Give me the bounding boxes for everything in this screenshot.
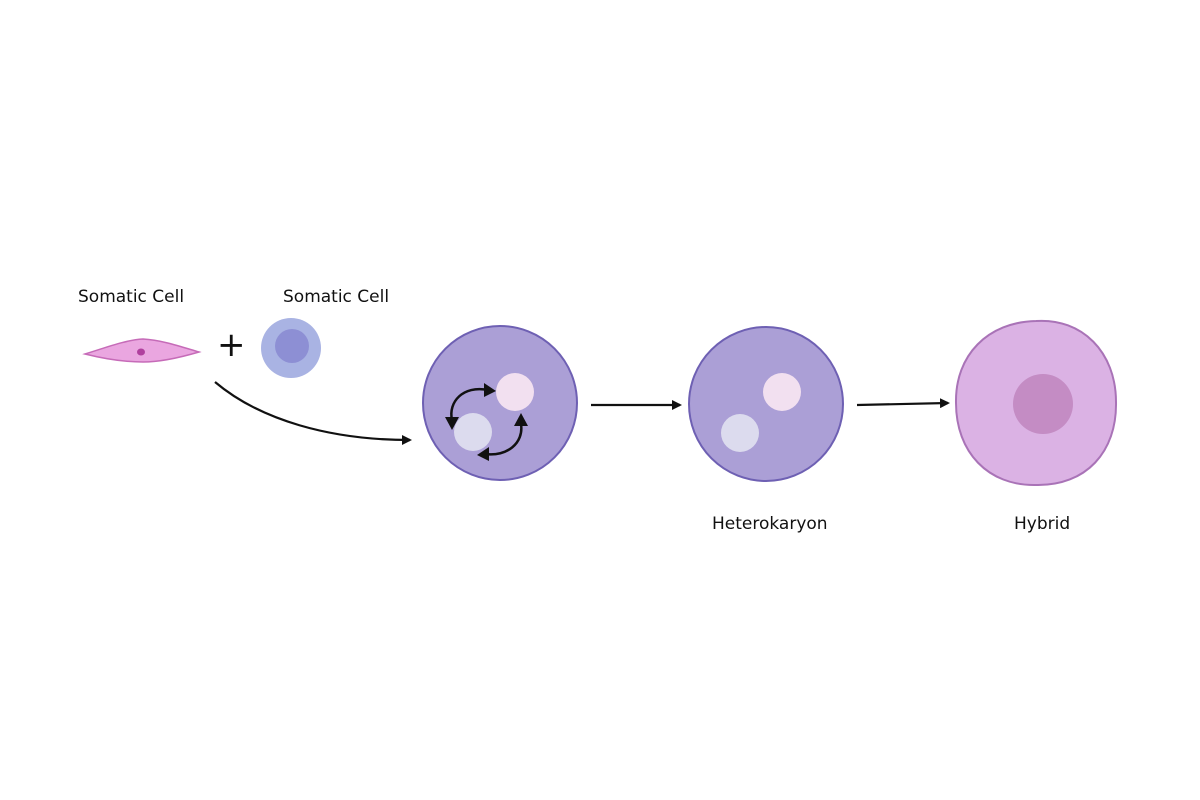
fibroblast-nucleus <box>137 348 145 356</box>
heterokaryon-label: Heterokaryon <box>712 514 828 534</box>
somatic-cell-round <box>261 318 321 378</box>
hybrid-label: Hybrid <box>1014 514 1071 534</box>
heterokaryon-cell <box>688 326 844 482</box>
fusing-cell <box>422 325 578 481</box>
fusion-arrow-curve <box>214 381 412 445</box>
fusing-nucleus-grey <box>454 413 492 451</box>
rotate-arrow-bottom-icon <box>484 423 523 456</box>
somatic-cell-label: Somatic Cell <box>78 287 185 307</box>
heterokaryon-nucleus-grey <box>721 414 759 452</box>
rotate-arrow-top-tail-head <box>445 417 459 430</box>
rotate-arrow-bottom-head <box>477 447 489 461</box>
round-cell-nucleus <box>275 329 309 363</box>
arrow-to-hybrid <box>856 398 950 409</box>
rotate-arrow-bottom-tail-head <box>514 413 528 426</box>
rotate-arrow-top-head <box>484 383 496 397</box>
hybrid-cell <box>954 319 1118 487</box>
plus-sign: + <box>217 325 246 365</box>
rotate-arrow-top-icon <box>450 387 489 421</box>
hybrid-nucleus <box>1013 374 1073 434</box>
heterokaryon-body <box>688 326 844 482</box>
somatic-cell-fibroblast <box>82 338 202 363</box>
fusing-nucleus-pink <box>496 373 534 411</box>
somatic-cell-label: Somatic Cell <box>283 287 390 307</box>
heterokaryon-nucleus-pink <box>763 373 801 411</box>
